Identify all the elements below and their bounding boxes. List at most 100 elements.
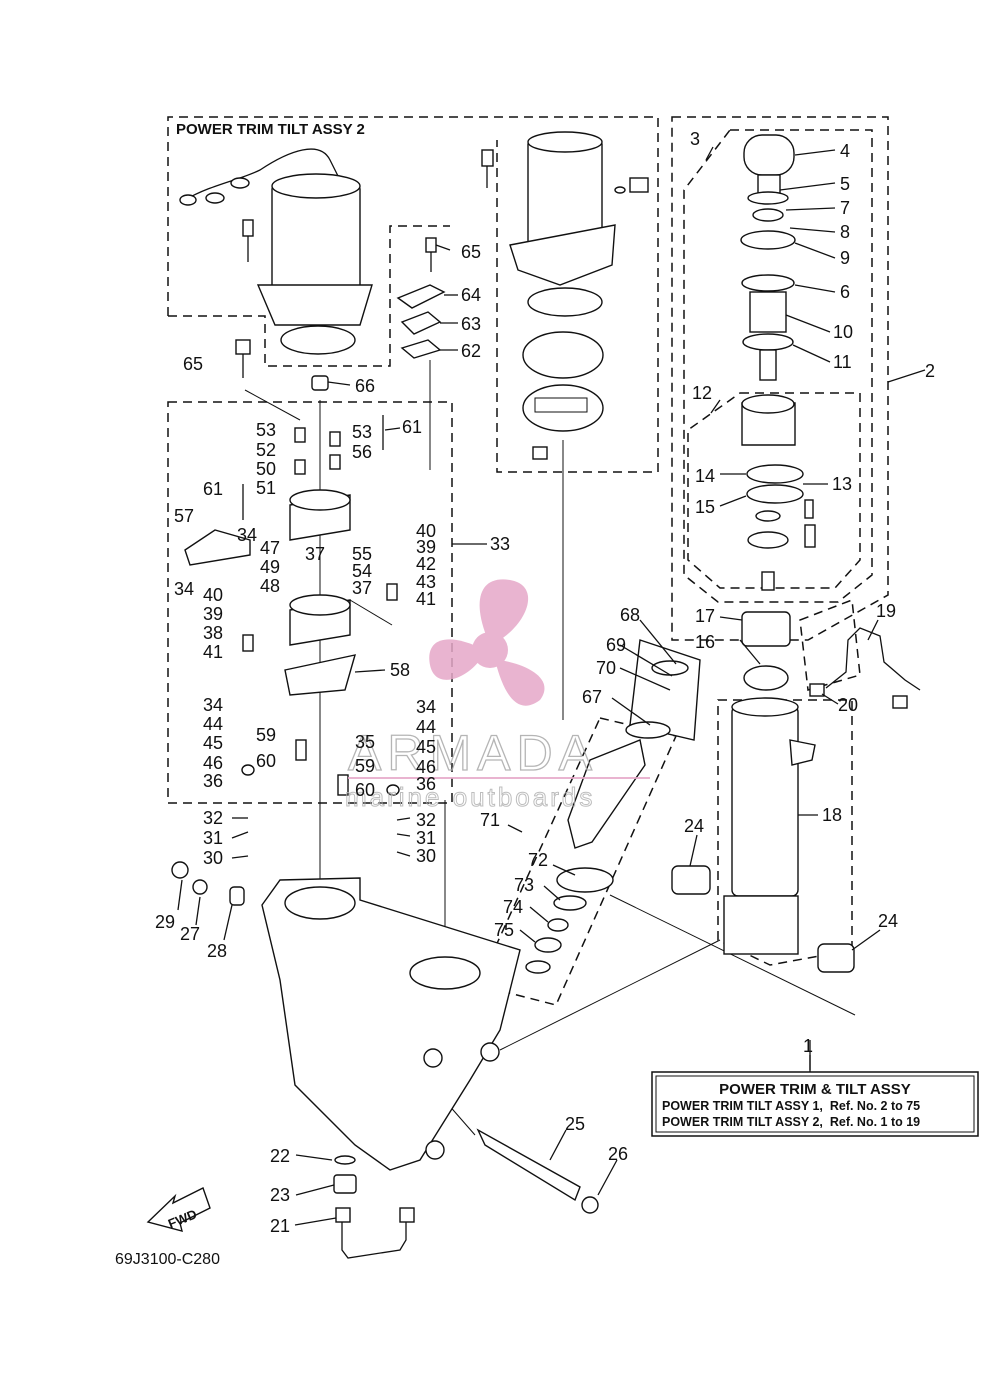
callout: 45 <box>203 733 223 753</box>
callout: 14 <box>695 466 715 486</box>
callout: 50 <box>256 459 276 479</box>
callout: 43 <box>416 572 436 592</box>
callout: 74 <box>503 897 523 917</box>
callout: 25 <box>565 1114 585 1134</box>
piston-rod-assy <box>740 134 816 591</box>
callout: 18 <box>822 805 842 825</box>
watermark-tagline: marine outboards <box>345 782 595 812</box>
callout: 53 <box>256 420 276 440</box>
callout: 31 <box>416 828 436 848</box>
callout: 23 <box>270 1185 290 1205</box>
callout: 29 <box>155 912 175 932</box>
callout: 65 <box>183 354 203 374</box>
legend-box: 1 POWER TRIM & TILT ASSY POWER TRIM TILT… <box>651 1036 979 1137</box>
watermark: ARMADA marine outboards <box>345 579 650 813</box>
callout: 41 <box>416 589 436 609</box>
callout: 13 <box>832 474 852 494</box>
callout: 33 <box>490 534 510 554</box>
legend-title: POWER TRIM & TILT ASSY <box>719 1081 911 1098</box>
callout: 5 <box>840 174 850 194</box>
callout: 45 <box>416 737 436 757</box>
callout: 28 <box>207 941 227 961</box>
callout: 36 <box>416 774 436 794</box>
motor-assy-2 <box>179 148 373 355</box>
callout: 56 <box>352 442 372 462</box>
propeller-logo-icon <box>429 579 545 706</box>
callout: 71 <box>480 810 500 830</box>
callout: 48 <box>260 576 280 596</box>
callout: 37 <box>305 544 325 564</box>
callout: 59 <box>256 725 276 745</box>
motor-assy-1 <box>481 131 649 317</box>
callout: 57 <box>174 506 194 526</box>
leader-lines <box>177 146 926 1226</box>
diagram-code: 69J3100-C280 <box>115 1251 220 1268</box>
callout: 34 <box>203 695 223 715</box>
callout: 12 <box>692 383 712 403</box>
callout-numbers: 2 3 4 5 6 7 8 9 10 11 12 13 14 15 16 17 … <box>155 129 935 1236</box>
callout: 24 <box>684 816 704 836</box>
callout: 44 <box>203 714 223 734</box>
tilt-pin-and-fittings <box>146 1128 599 1259</box>
callout: 26 <box>608 1144 628 1164</box>
callout: 8 <box>840 222 850 242</box>
callout: 42 <box>416 554 436 574</box>
callout: 27 <box>180 924 200 944</box>
callout: 55 <box>352 544 372 564</box>
callout: 70 <box>596 658 616 678</box>
callout: 30 <box>203 848 223 868</box>
callout: 73 <box>514 875 534 895</box>
callout: 4 <box>840 141 850 161</box>
callout: 3 <box>690 129 700 149</box>
callout: 63 <box>461 314 481 334</box>
callout: 34 <box>416 697 436 717</box>
valve-blocks <box>184 415 400 796</box>
callout: 24 <box>878 911 898 931</box>
callout: 39 <box>416 537 436 557</box>
callout: 66 <box>355 376 375 396</box>
callout: 22 <box>270 1146 290 1166</box>
callout: 37 <box>352 578 372 598</box>
callout: 40 <box>203 585 223 605</box>
callout: 6 <box>840 282 850 302</box>
callout: 65 <box>461 242 481 262</box>
callout: 46 <box>416 757 436 777</box>
callout: 61 <box>203 479 223 499</box>
callout: 11 <box>833 352 852 372</box>
bracket-housing <box>171 861 521 1171</box>
callout: 19 <box>876 601 896 621</box>
callout: 2 <box>925 361 935 381</box>
callout: 69 <box>606 635 626 655</box>
callout: 67 <box>582 687 602 707</box>
callout: 16 <box>695 632 715 652</box>
callout: 51 <box>256 478 276 498</box>
callout: 34 <box>237 525 257 545</box>
callout: 20 <box>838 695 858 715</box>
callout: 72 <box>528 850 548 870</box>
callout: 9 <box>840 248 850 268</box>
callout: 39 <box>203 604 223 624</box>
tilt-cylinder <box>671 611 921 973</box>
callout: 46 <box>203 753 223 773</box>
callout: 61 <box>402 417 422 437</box>
legend-ref: 1 <box>803 1036 813 1056</box>
callout: 32 <box>416 810 436 830</box>
callout: 36 <box>203 771 223 791</box>
callout: 75 <box>494 920 514 940</box>
callout: 47 <box>260 538 280 558</box>
callout: 30 <box>416 846 436 866</box>
callout: 62 <box>461 341 481 361</box>
callout: 44 <box>416 717 436 737</box>
subassembly-title: POWER TRIM TILT ASSY 2 <box>176 121 365 138</box>
callout: 68 <box>620 605 640 625</box>
callout: 58 <box>390 660 410 680</box>
callout: 31 <box>203 828 223 848</box>
shock-piston-parts <box>525 639 701 974</box>
legend-row-2: POWER TRIM TILT ASSY 2, Ref. No. 1 to 19 <box>662 1115 920 1129</box>
callout: 59 <box>355 756 375 776</box>
callout: 54 <box>352 561 372 581</box>
callout: 41 <box>203 642 223 662</box>
callout: 32 <box>203 808 223 828</box>
callout: 35 <box>355 732 375 752</box>
callout: 38 <box>203 623 223 643</box>
